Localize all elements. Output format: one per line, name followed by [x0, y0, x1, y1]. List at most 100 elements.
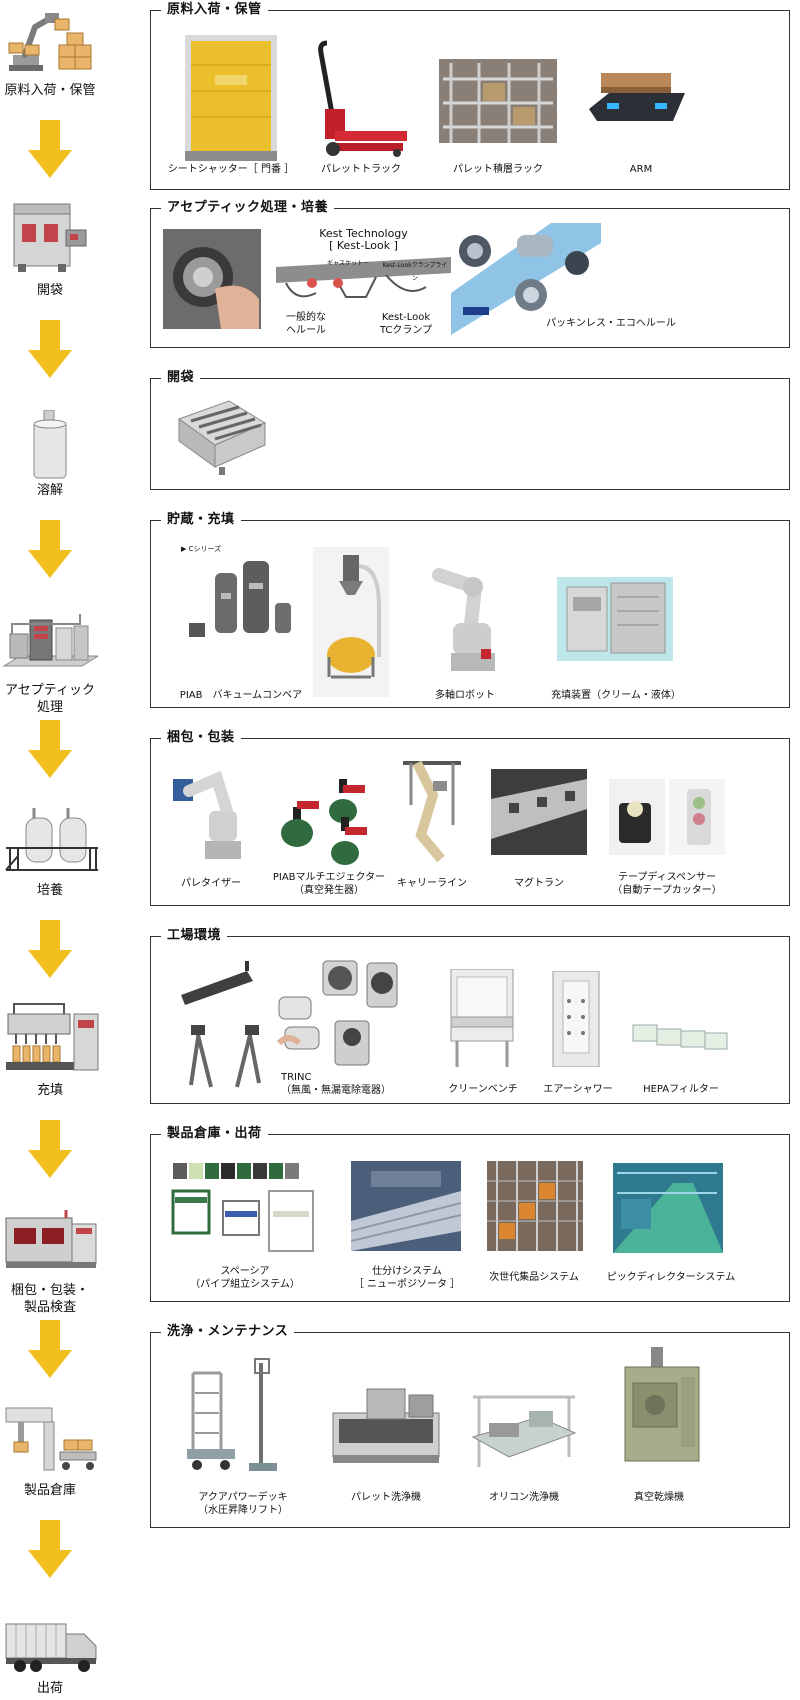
carry-line-icon [397, 755, 467, 867]
vacuum-hopper-icon [313, 547, 389, 697]
caption: PIAB バキュームコンベア [179, 690, 303, 701]
caption: キャリーライン [397, 878, 467, 889]
tape-dispenser-icon [609, 779, 725, 855]
agv-robot-icon [585, 69, 689, 133]
caption: 充填装置（クリーム・液体） [551, 690, 681, 701]
caption: パレット積層ラック [453, 164, 543, 175]
caption: クリーンベンチ [448, 1084, 518, 1095]
caption: テープディスペンサー （自動テープカッター） [612, 872, 722, 896]
kest-heading-2: [ Kest-Look ] [329, 239, 398, 252]
caption: パッキンレス・エコヘルール [546, 318, 676, 329]
panel-title: 製品倉庫・出荷 [161, 1125, 268, 1143]
step-label-culture: 培養 [36, 883, 63, 898]
step-label-bag-opening: 開袋 [36, 283, 63, 298]
static-eliminator-icon [277, 957, 403, 1075]
aqua-power-deck-icon [185, 1353, 289, 1483]
filling-device-icon [557, 577, 673, 661]
kest-label-right: Kest-Look TCクランプ [379, 312, 433, 336]
air-shower-icon [551, 971, 601, 1067]
kest-small-label-1: ギャスケットー [326, 260, 369, 267]
ferrule-clamp-hand-icon [163, 229, 261, 329]
caption: オリコン洗浄機 [489, 1492, 559, 1503]
step-label-packaging: 梱包・包装・製品検査 [0, 1282, 100, 1316]
multi-ejector-icon [279, 773, 379, 869]
caption: 多軸ロボット [435, 690, 495, 701]
step-packaging-icon [4, 1210, 98, 1276]
flow-arrow-icon [28, 1320, 72, 1378]
step-label-dissolving: 溶解 [36, 483, 63, 498]
panel-title: 洗浄・メンテナンス [161, 1323, 295, 1341]
step-label-warehouse: 製品倉庫 [23, 1483, 76, 1498]
caption: 真空乾燥機 [634, 1492, 684, 1503]
caption: TRINC （無風・無漏電除電器） [281, 1072, 391, 1096]
multi-axis-robot-icon [423, 557, 513, 677]
pallet-washer-icon [331, 1387, 441, 1467]
clean-bench-icon [447, 969, 517, 1069]
panel-title: 原料入荷・保管 [161, 1, 268, 19]
pipe-assembly-icon [171, 1161, 317, 1257]
caption: アクアパワーデッキ （水圧昇降リフト） [198, 1492, 288, 1516]
flow-arrow-icon [28, 520, 72, 578]
panel-factory-environment: 工場環境 TRINC （無風・無漏電除電器） [150, 927, 790, 1104]
palletizer-robot-icon [169, 765, 245, 865]
panel-cleaning-maintenance: 洗浄・メンテナンス アクアパワーデッキ （水圧昇降リフト） パレット洗浄機 [150, 1323, 790, 1528]
caption: ピックディレクターシステム [606, 1272, 736, 1283]
truck-icon [4, 1622, 98, 1674]
panel-warehouse-shipping: 製品倉庫・出荷 スペーシア （パイプ組立システム） 仕分けシステム ［ ニューポ… [150, 1125, 790, 1302]
hepa-filter-icon [631, 1017, 731, 1053]
step-dissolving-icon [32, 410, 68, 482]
caption: 次世代集品システム [489, 1272, 579, 1283]
step-warehouse-icon [4, 1404, 98, 1476]
flow-arrow-icon [28, 920, 72, 978]
ionizer-bars-icon [177, 961, 269, 1091]
panel-aseptic-culture: アセプティック処理・培養 Kest Technology [ Kest-Look… [150, 199, 790, 348]
caption: 仕分けシステム ［ ニューポジソータ ］ [353, 1266, 461, 1290]
vacuum-conveyor-icon [181, 553, 301, 653]
flow-arrow-icon [28, 1520, 72, 1578]
kest-look-diagram: Kest Technology [ Kest-Look ] ギャスケットー Ke… [276, 227, 451, 341]
pallet-rack-icon [439, 59, 557, 143]
caption: PIABマルチエジェクター （真空発生器） [272, 872, 386, 896]
caption: パレットトラック [321, 164, 401, 175]
panel-title: 開袋 [161, 369, 201, 387]
caption: シートシャッター［ 門番 ］ [167, 164, 295, 175]
flow-arrow-icon [28, 320, 72, 378]
kest-small-label-2: Kest-Lookクランプライン [382, 262, 448, 282]
panel-storage-filling: 貯蔵・充填 ▶ Cシリーズ PIAB バキュームコンベア [150, 511, 790, 708]
caption: パレタイザー [181, 878, 241, 889]
caption: HEPAフィルター [643, 1084, 719, 1095]
panel-title: 工場環境 [161, 927, 228, 945]
kest-label-left: 一般的な ヘルール [286, 312, 326, 336]
step-label-filling: 充填 [36, 1083, 63, 1098]
step-label-aseptic: アセプティック処理 [5, 683, 95, 715]
panel-packaging: 梱包・包装 パレタイザー PIABマルチエジェクター （真空発生器） [150, 729, 790, 906]
sheet-shutter-icon [185, 35, 277, 161]
step-label-raw-material: 原料入荷・保管 [4, 83, 96, 98]
step-label-shipping: 出荷 [36, 1681, 63, 1696]
caption: マグトラン [514, 878, 564, 889]
container-washer-icon [469, 1377, 579, 1473]
kest-heading-1: Kest Technology [319, 227, 408, 240]
caption: スペーシア （パイプ組立システム） [190, 1266, 300, 1290]
panel-raw-material: 原料入荷・保管 シートシャッター［ 門番 ］ パレットトラック [150, 1, 790, 190]
panel-title: アセプティック処理・培養 [161, 199, 334, 217]
step-raw-material-icon [5, 5, 95, 75]
panel-title: 貯蔵・充填 [161, 511, 241, 529]
pallet-truck-icon [311, 39, 407, 159]
bag-opening-grate-icon [169, 393, 269, 477]
flow-arrow-icon [28, 120, 72, 178]
series-tag: ▶ Cシリーズ [181, 545, 222, 553]
pick-director-icon [613, 1163, 723, 1253]
caption: パレット洗浄機 [351, 1492, 421, 1503]
step-culture-icon [4, 804, 98, 874]
caption: ARM [629, 164, 653, 175]
step-bag-opening-icon [12, 202, 88, 274]
sorting-system-icon [351, 1161, 461, 1251]
panel-title: 梱包・包装 [161, 729, 241, 747]
vacuum-dryer-icon [621, 1347, 703, 1465]
step-filling-icon [4, 1000, 100, 1076]
panel-bag-opening: 開袋 [150, 369, 790, 490]
step-label-packaging-text: 梱包・包装・製品検査 [10, 1283, 89, 1315]
flow-arrow-icon [28, 720, 72, 778]
step-aseptic-icon [2, 608, 98, 674]
